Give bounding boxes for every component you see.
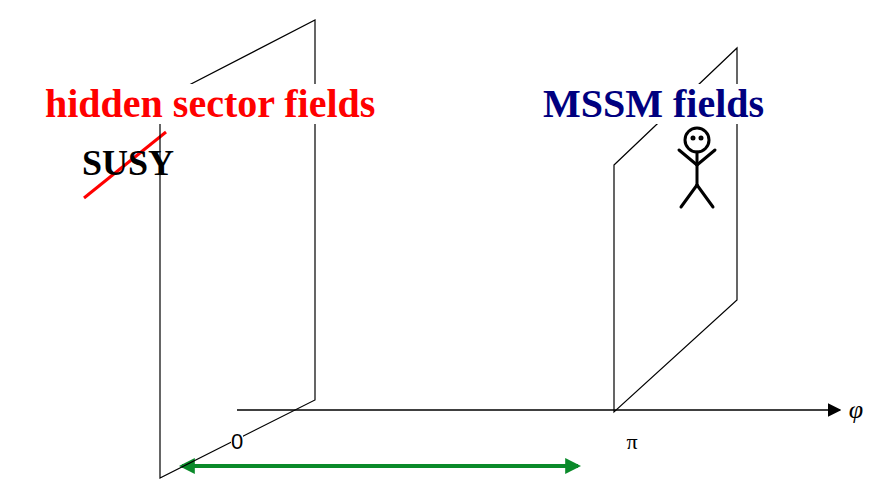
figure-leg [697, 185, 713, 207]
figure-head [685, 128, 709, 152]
distance-arrow [182, 464, 578, 468]
susy-label: SUSY [80, 145, 176, 181]
figure-arm [679, 150, 697, 165]
brane-plane: MSSM fields [614, 48, 737, 413]
axis-symbol: φ [849, 397, 863, 423]
brane-plane: hidden sector fieldsSUSY [160, 20, 315, 480]
axis-tick-label: π [626, 431, 637, 453]
phi-axis [237, 409, 840, 411]
figure-body [696, 152, 699, 185]
figure-leg [681, 185, 697, 207]
mssm-label: MSSM fields [541, 84, 766, 124]
figure-arm [697, 150, 715, 165]
figure-eye [700, 137, 702, 139]
hidden-sector-label: hidden sector fields [43, 84, 377, 124]
figure-eye [692, 137, 694, 139]
axis-tick-label: 0 [231, 431, 243, 453]
stick-figure [679, 128, 715, 207]
